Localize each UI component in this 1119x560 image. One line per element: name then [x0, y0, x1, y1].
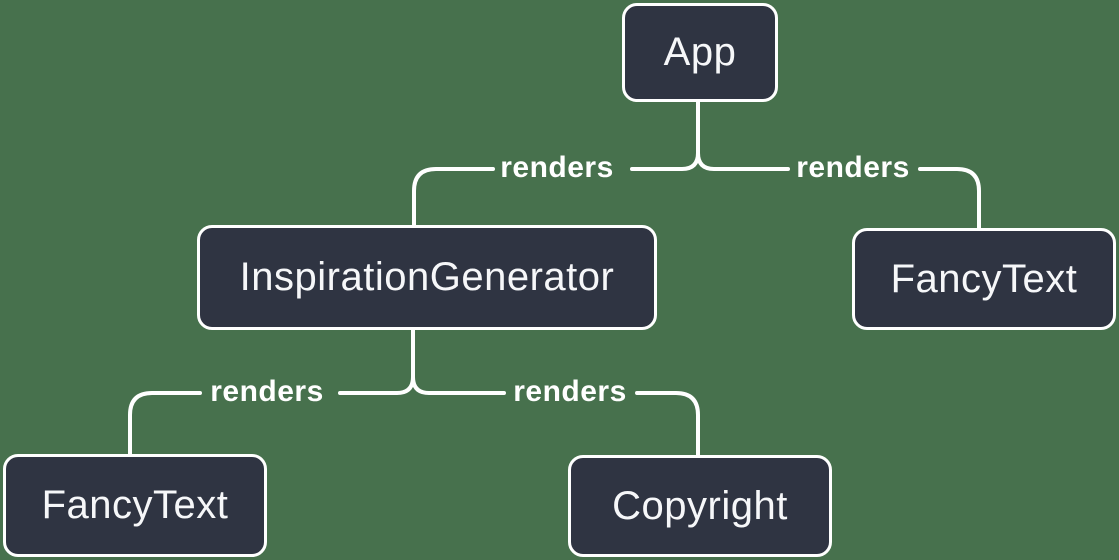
node-inspiration-generator: InspirationGenerator: [197, 225, 657, 330]
edge-label-app-fancytext: renders: [796, 151, 910, 184]
edge-app-fork-right: [696, 151, 790, 171]
edge-label-inspirationgenerator-copyright: renders: [513, 375, 627, 408]
edge-inspirationgenerator-to-copyright: [635, 391, 700, 457]
edge-inspirationgenerator-to-fancytext: [128, 391, 202, 456]
node-fancy-text-top: FancyText: [852, 228, 1116, 330]
node-copyright: Copyright: [568, 455, 832, 557]
edge-app-to-inspirationgenerator: [412, 167, 495, 227]
edge-app-fork-left: [630, 151, 700, 171]
node-app: App: [622, 3, 778, 102]
edge-app-to-fancytext: [918, 167, 981, 230]
node-fancy-text-bottom: FancyText: [3, 454, 267, 557]
edge-inspirationgenerator-fork-right: [411, 375, 506, 395]
edge-label-app-inspirationgenerator: renders: [500, 151, 614, 184]
edge-inspirationgenerator-fork-left: [338, 375, 415, 395]
edge-label-inspirationgenerator-fancytext: renders: [210, 375, 324, 408]
